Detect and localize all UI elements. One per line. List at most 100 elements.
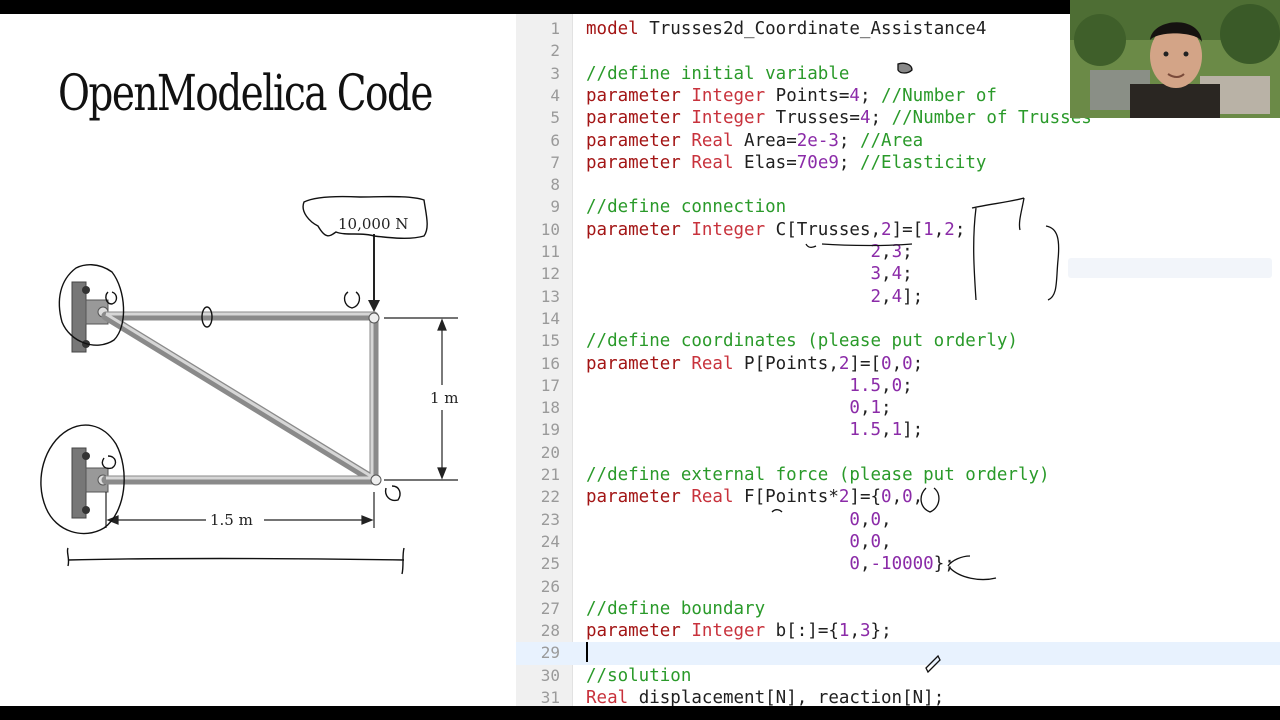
code-token: model (586, 19, 650, 39)
code-text[interactable]: //define external force (please put orde… (586, 464, 1050, 486)
code-line[interactable]: 3 //define initial variable (516, 63, 1280, 85)
code-token: 2 (838, 353, 850, 374)
code-token: = (786, 130, 797, 151)
code-text[interactable]: //define connection (586, 196, 786, 218)
code-token: //Number of (881, 85, 997, 106)
code-text[interactable]: //solution (586, 665, 691, 687)
code-line[interactable]: 24 0,0, (516, 531, 1280, 553)
code-token: Integer (691, 219, 776, 240)
code-token: ; (870, 108, 892, 129)
code-line[interactable]: 18 0,1; (516, 397, 1280, 419)
code-line[interactable]: 27//define boundary (516, 598, 1280, 620)
code-line[interactable]: 26 (516, 576, 1280, 598)
code-line[interactable]: 17 1.5,0; (516, 375, 1280, 397)
code-token: 0 (902, 353, 913, 374)
code-token: Elas (744, 152, 787, 173)
code-text[interactable]: parameter Integer C[Trusses,2]=[1,2; (586, 219, 965, 241)
code-text[interactable]: 1.5,1]; (586, 419, 923, 441)
code-token: ; (902, 242, 913, 262)
line-number: 28 (540, 621, 560, 641)
code-token: parameter (586, 219, 692, 240)
code-text[interactable]: 0,0, (586, 531, 891, 553)
code-token: 0 (849, 531, 860, 552)
code-line[interactable]: 23 0,0, (516, 509, 1280, 531)
code-token: ; (954, 219, 966, 240)
code-token: 2 (944, 219, 955, 240)
code-line[interactable]: 2 (516, 40, 1280, 62)
code-line[interactable]: 13 2,4]; (516, 286, 1280, 308)
code-token: //Elasticity (859, 152, 987, 173)
code-text[interactable]: 0,0, (586, 509, 891, 531)
code-line[interactable]: 28 parameter Integer b[:]={1,3}; (516, 620, 1280, 642)
force-arrow (368, 234, 380, 312)
code-token: 4 (891, 286, 903, 307)
code-line[interactable]: 30//solution (516, 665, 1280, 687)
code-line[interactable]: 8 (516, 174, 1280, 196)
code-token (586, 287, 870, 307)
code-token: b[:] (775, 621, 818, 642)
code-text[interactable]: 3,4; (586, 263, 912, 285)
code-line[interactable]: 20 (516, 442, 1280, 464)
code-text[interactable]: parameter Real F[Points*2]={0,0, (586, 486, 923, 508)
code-text[interactable]: parameter Integer Points=4; //Number of (586, 85, 997, 107)
code-token: ; (902, 375, 913, 396)
code-line[interactable]: 9//define connection (516, 196, 1280, 218)
code-line[interactable]: 25 0,-10000}; (516, 553, 1280, 575)
code-line[interactable]: 29 (516, 642, 1280, 665)
code-text[interactable]: parameter Real Area=2e-3; //Area (586, 130, 923, 152)
code-token: Real (691, 487, 745, 508)
code-token: parameter (586, 85, 692, 106)
code-line[interactable]: 11 2,3; (516, 241, 1280, 263)
code-token: 1 (838, 621, 850, 642)
code-text[interactable]: //define initial variable (586, 63, 849, 85)
slide-panel: OpenModelica Code (0, 14, 516, 706)
code-token: parameter (586, 353, 692, 374)
code-token: parameter (586, 108, 692, 129)
code-text[interactable]: parameter Real Elas=70e9; //Elasticity (586, 152, 986, 174)
line-number: 3 (550, 63, 560, 83)
code-text[interactable]: parameter Real P[Points,2]=[0,0; (586, 353, 923, 375)
line-number: 14 (540, 308, 560, 328)
code-line[interactable]: 14 (516, 308, 1280, 330)
code-text[interactable]: //define coordinates (please put orderly… (586, 330, 1018, 352)
code-line[interactable]: 21//define external force (please put or… (516, 464, 1280, 486)
code-text[interactable]: //define boundary (586, 598, 765, 620)
line-number: 11 (540, 242, 560, 261)
code-line[interactable]: 15 //define coordinates (please put order… (516, 330, 1280, 352)
line-number: 15 (540, 331, 560, 351)
code-token: F[Points* (744, 487, 839, 508)
code-text[interactable]: Real displacement[N], reaction[N]; (586, 687, 944, 709)
code-token: Trusses2d_Coordinate_Assistance4 (649, 19, 987, 39)
height-dimension (384, 317, 458, 481)
code-line[interactable]: 12 3,4; (516, 263, 1280, 285)
code-text[interactable]: 0,-10000}; (586, 553, 954, 575)
code-token: 3 (870, 264, 882, 285)
line-number: 24 (540, 531, 560, 551)
tooltip-ghost (1068, 258, 1272, 278)
width-label: 1.5 m (210, 511, 253, 529)
code-text[interactable]: 0,1; (586, 397, 891, 419)
code-line[interactable]: 22 parameter Real F[Points*2]={0,0, (516, 486, 1280, 508)
code-token: Integer (691, 85, 776, 106)
code-token: 3 (859, 621, 871, 642)
code-line[interactable]: 19 1.5,1]; (516, 419, 1280, 441)
line-number: 23 (540, 509, 560, 529)
code-token: , (912, 487, 924, 508)
code-text[interactable]: model Trusses2d_Coordinate_Assistance4 (586, 18, 986, 40)
code-text[interactable]: 2,4]; (586, 286, 923, 308)
line-number: 22 (540, 487, 560, 507)
code-text[interactable]: parameter Integer b[:]={1,3}; (586, 620, 892, 642)
code-token: ]={ (849, 487, 882, 508)
code-token: , (859, 531, 871, 552)
code-text[interactable]: 1.5,0; (586, 375, 913, 397)
code-text[interactable]: parameter Integer Trusses=4; //Number of… (586, 107, 1092, 129)
code-text[interactable]: 2,3; (586, 241, 913, 263)
